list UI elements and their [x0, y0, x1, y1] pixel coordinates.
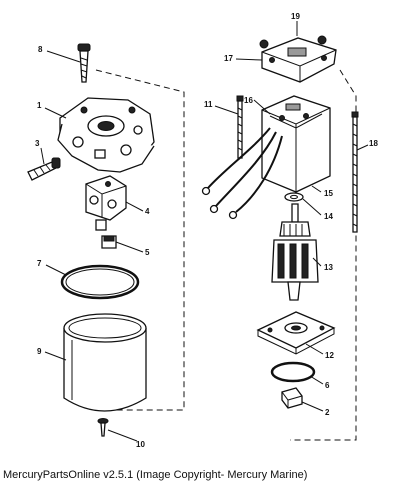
part-4-valve-block: [85, 175, 127, 231]
part-13-armature: [271, 203, 319, 301]
callout-labels: 8 1 3 4 5 7 9 10 19 17 11 16 18 15 14 13…: [35, 12, 378, 449]
callout-3: 3: [35, 139, 40, 148]
callout-18: 18: [369, 139, 378, 148]
part-16-wire-leads: [201, 127, 283, 220]
callout-6: 6: [325, 381, 330, 390]
part-1-pump-body: [57, 97, 155, 173]
exploded-parts-diagram: 8 1 3 4 5 7 9 10 19 17 11 16 18 15 14 13…: [27, 12, 378, 449]
part-8-screw: [77, 43, 91, 83]
copyright-caption: MercuryPartsOnline v2.5.1 (Image Copyrig…: [3, 469, 308, 481]
callout-13: 13: [324, 263, 333, 272]
part-6-o-ring: [270, 361, 316, 383]
part-18-through-bolt: [351, 111, 359, 233]
callout-19: 19: [291, 12, 300, 21]
callout-8: 8: [38, 45, 43, 54]
callout-15: 15: [324, 189, 333, 198]
callout-7: 7: [37, 259, 42, 268]
part-19-screws: [259, 35, 327, 49]
callout-10: 10: [136, 440, 145, 449]
part-3-fitting: [27, 157, 61, 181]
part-14-washer: [284, 192, 304, 202]
part-7-o-ring: [60, 264, 140, 300]
part-11-through-bolt: [236, 95, 244, 159]
callout-1: 1: [37, 101, 42, 110]
part-2-coupler: [281, 387, 303, 409]
part-10-screw: [97, 418, 109, 437]
callout-12: 12: [325, 351, 334, 360]
assembly-guide-lines: [95, 69, 357, 441]
part-17-end-cover: [261, 37, 337, 83]
callout-2: 2: [325, 408, 330, 417]
callout-17: 17: [224, 54, 233, 63]
callout-14: 14: [324, 212, 333, 221]
callout-9: 9: [37, 347, 42, 356]
callout-leader-lines: [40, 21, 369, 442]
callout-11: 11: [204, 100, 213, 109]
callout-4: 4: [145, 207, 150, 216]
part-9-reservoir: [63, 313, 147, 412]
callout-5: 5: [145, 248, 150, 257]
part-12-end-plate: [256, 311, 336, 355]
part-15-motor-housing: [261, 95, 331, 193]
callout-16: 16: [244, 96, 253, 105]
part-5-filter-plug: [101, 235, 117, 249]
